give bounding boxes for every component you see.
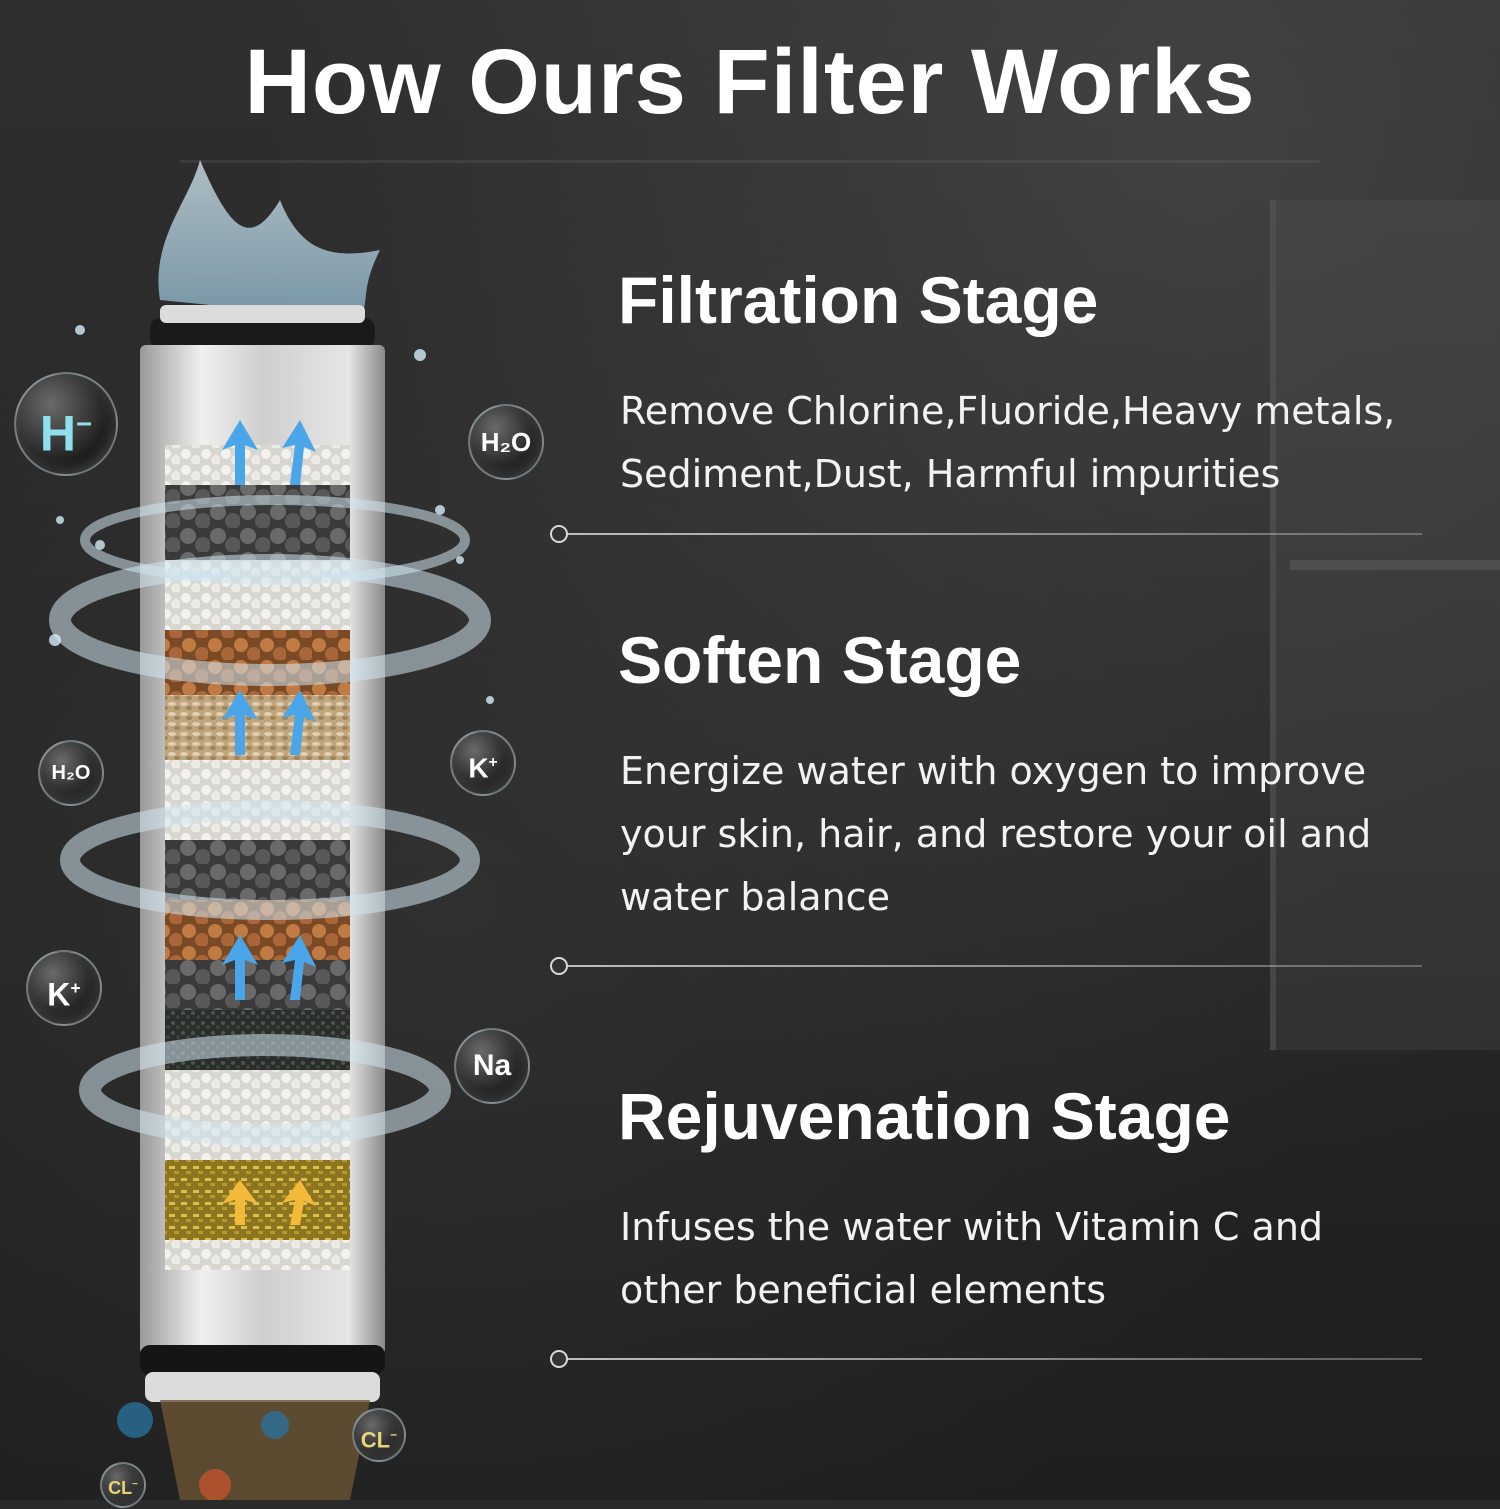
filter-bottom-ring [140,1345,385,1375]
rejuvenation-stage-description: Infuses the water with Vitamin C and oth… [620,1196,1480,1322]
description-line: Infuses the water with Vitamin C and [620,1205,1324,1249]
section-divider [550,957,1422,975]
filter-media-layers [165,445,350,1270]
bacteria-icon [117,1402,153,1438]
bacteria-icon [261,1411,289,1439]
bacteria-icon [199,1469,231,1500]
water-swirls [49,495,491,1146]
molecule-k-plus-icon: K+ [450,730,516,796]
molecule-h-minus-icon: H− [14,372,118,476]
molecule-label: K [468,752,489,784]
section-divider [550,525,1422,543]
description-line: water balance [620,875,890,919]
molecule-cl-icon: CL− [352,1408,406,1462]
section-divider [550,1350,1422,1368]
filter-top-ring [150,318,375,348]
filtration-stage-description: Remove Chlorine,Fluoride,Heavy metals, S… [620,380,1480,506]
molecule-h2o-icon: H₂O [38,740,104,806]
description-line: your skin, hair, and restore your oil an… [620,812,1372,856]
description-line: Sediment,Dust, Harmful impurities [620,452,1281,496]
water-droplets [49,325,494,704]
description-line: Remove Chlorine,Fluoride,Heavy metals, [620,389,1396,433]
window-sash [1290,560,1500,570]
divider-dot-icon [550,957,568,975]
rejuvenation-stage-title: Rejuvenation Stage [618,1079,1231,1153]
molecule-label: H₂O [480,427,532,457]
water-splash-top [158,160,380,320]
description-line: other beneficial elements [620,1268,1107,1312]
molecule-cl-icon: CL− [100,1462,146,1508]
molecule-label: Na [472,1049,512,1082]
description-line: Energize water with oxygen to improve [620,749,1367,793]
molecule-label: CL [108,1478,133,1498]
dirty-water-outflow [160,1400,370,1500]
divider-dot-icon [550,525,568,543]
molecule-label: K [47,976,71,1013]
soften-stage-description: Energize water with oxygen to improve yo… [620,740,1480,929]
molecule-h2o-icon: H₂O [468,404,544,480]
filter-cartridge-illustration [49,160,494,1500]
divider-dot-icon [550,1350,568,1368]
molecule-label: H [39,405,77,462]
filtration-stage-title: Filtration Stage [618,263,1099,337]
molecule-label: CL [360,1427,391,1453]
ceiling-panel [180,0,1320,163]
molecule-k-plus-icon: K+ [26,950,102,1026]
soften-stage-title: Soften Stage [618,623,1022,697]
molecule-na-icon: Na [454,1028,530,1104]
flow-arrows [222,420,316,1225]
molecule-label: H₂O [51,762,91,784]
page-headline: How Ours Filter Works [244,31,1256,133]
window-shape [1270,200,1500,1050]
